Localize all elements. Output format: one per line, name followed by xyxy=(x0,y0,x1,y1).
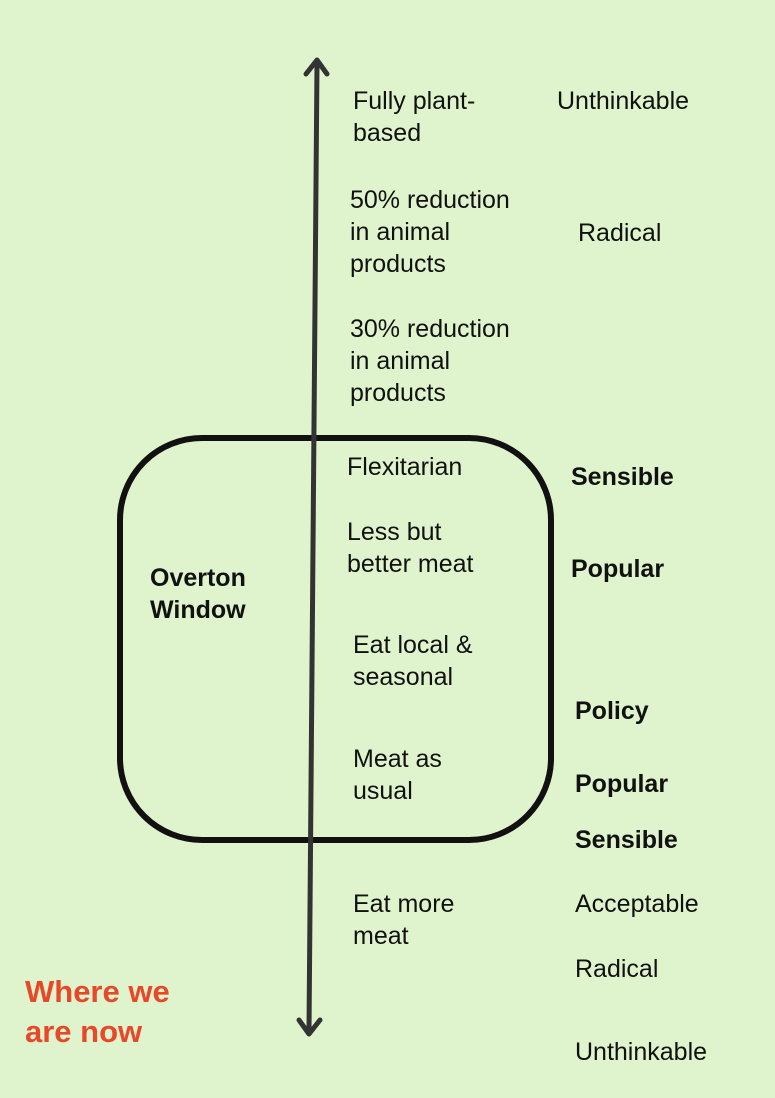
arrow-up-icon xyxy=(303,57,330,77)
rating-radical-top: Radical xyxy=(578,219,662,247)
position-eat-more-meat: Eat more meat xyxy=(353,890,455,950)
rating-unthinkable-bottom: Unthinkable xyxy=(575,1038,708,1066)
rating-policy: Policy xyxy=(575,697,649,725)
position-less-but-better-meat: Less but better meat xyxy=(347,518,474,578)
rating-unthinkable-top: Unthinkable xyxy=(557,87,690,115)
rating-popular-upper: Popular xyxy=(571,555,665,583)
rating-sensible-upper: Sensible xyxy=(571,463,674,491)
vertical-axis-line xyxy=(306,61,320,1033)
rating-sensible-lower: Sensible xyxy=(575,826,678,854)
position-flexitarian: Flexitarian xyxy=(347,453,463,481)
position-fully-plant-based: Fully plant- based xyxy=(353,87,476,147)
arrow-down-icon xyxy=(296,1017,323,1037)
position-30-percent-reduction: 30% reduction in animal products xyxy=(350,315,510,407)
rating-radical-bottom: Radical xyxy=(575,955,659,983)
position-meat-as-usual: Meat as usual xyxy=(353,745,442,805)
overton-window-label: Overton Window xyxy=(150,564,246,624)
position-50-percent-reduction: 50% reduction in animal products xyxy=(350,186,510,278)
overton-window-box xyxy=(117,435,554,843)
rating-acceptable: Acceptable xyxy=(575,890,699,918)
rating-popular-lower: Popular xyxy=(575,770,669,798)
where-we-are-now-label: Where we are now xyxy=(25,974,170,1049)
position-eat-local-seasonal: Eat local & seasonal xyxy=(353,631,473,691)
